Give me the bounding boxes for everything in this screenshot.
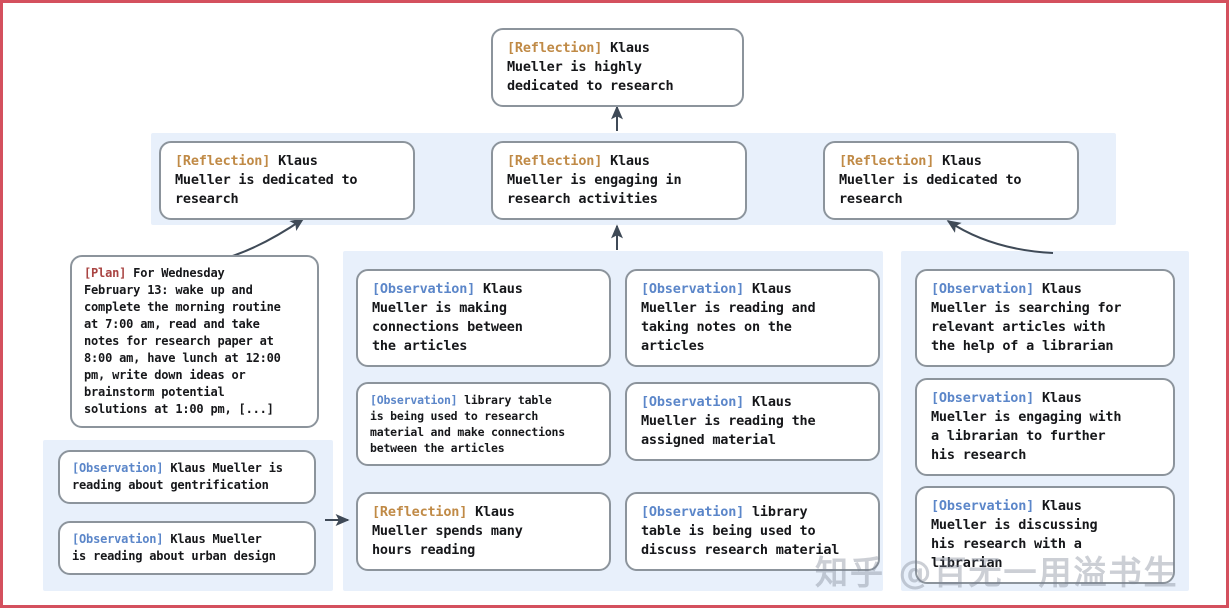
node-tag-observation: [Observation] (931, 390, 1035, 406)
node-tag-observation: [Observation] (72, 532, 164, 546)
node-obs-discussing-librarian[interactable]: [Observation] Klaus Mueller is discussin… (915, 486, 1175, 584)
node-tag-observation: [Observation] (931, 281, 1035, 297)
node-reflection-left[interactable]: [Reflection] Klaus Mueller is dedicated … (159, 141, 415, 220)
node-tag-observation: [Observation] (72, 461, 164, 475)
node-tag-reflection: [Reflection] (839, 153, 935, 169)
node-plan[interactable]: [Plan] For Wednesday February 13: wake u… (70, 255, 319, 428)
node-tag-observation: [Observation] (641, 504, 745, 520)
node-tag-observation: [Observation] (641, 394, 745, 410)
node-obs-engaging-librarian[interactable]: [Observation] Klaus Mueller is engaging … (915, 378, 1175, 476)
node-text: For Wednesday February 13: wake up and c… (84, 266, 281, 416)
node-tag-reflection: [Reflection] (175, 153, 271, 169)
node-obs-library-table-discuss[interactable]: [Observation] library table is being use… (625, 492, 880, 571)
node-tag-reflection: [Reflection] (372, 504, 468, 520)
node-text: Klaus Mueller is reading and taking note… (641, 281, 816, 354)
node-root-reflection[interactable]: [Reflection] Klaus Mueller is highly ded… (491, 28, 744, 107)
node-text: Klaus Mueller is highly dedicated to res… (507, 40, 674, 94)
node-text: Klaus Mueller is dedicated to research (839, 153, 1022, 207)
node-tag-observation: [Observation] (931, 498, 1035, 514)
node-obs-library-table-connections[interactable]: [Observation] library table is being use… (356, 382, 611, 466)
node-text: Klaus Mueller spends many hours reading (372, 504, 523, 558)
node-tag-reflection: [Reflection] (507, 40, 603, 56)
node-text: library table is being used to research … (370, 393, 565, 455)
node-text: library table is being used to discuss r… (641, 504, 840, 558)
node-text: Klaus Mueller is dedicated to research (175, 153, 358, 207)
node-obs-urban-design[interactable]: [Observation] Klaus Mueller is reading a… (58, 521, 316, 575)
node-text: Klaus Mueller is searching for relevant … (931, 281, 1122, 354)
node-text: Klaus Mueller is reading the assigned ma… (641, 394, 816, 448)
node-tag-reflection: [Reflection] (507, 153, 603, 169)
node-tag-observation: [Observation] (370, 393, 458, 407)
node-obs-searching-articles[interactable]: [Observation] Klaus Mueller is searching… (915, 269, 1175, 367)
node-text: Klaus Mueller is making connections betw… (372, 281, 523, 354)
node-obs-reading-notes[interactable]: [Observation] Klaus Mueller is reading a… (625, 269, 880, 367)
node-text: Klaus Mueller is discussing his research… (931, 498, 1098, 571)
node-text: Klaus Mueller is engaging in research ac… (507, 153, 682, 207)
node-reflection-hours-reading[interactable]: [Reflection] Klaus Mueller spends many h… (356, 492, 611, 571)
node-tag-observation: [Observation] (641, 281, 745, 297)
node-text: Klaus Mueller is reading about gentrific… (72, 461, 283, 492)
node-text: Klaus Mueller is reading about urban des… (72, 532, 276, 563)
node-obs-gentrification[interactable]: [Observation] Klaus Mueller is reading a… (58, 450, 316, 504)
node-tag-observation: [Observation] (372, 281, 476, 297)
node-obs-connections[interactable]: [Observation] Klaus Mueller is making co… (356, 269, 611, 367)
node-reflection-right[interactable]: [Reflection] Klaus Mueller is dedicated … (823, 141, 1079, 220)
node-reflection-center[interactable]: [Reflection] Klaus Mueller is engaging i… (491, 141, 747, 220)
node-text: Klaus Mueller is engaging with a librari… (931, 390, 1122, 463)
node-obs-assigned-material[interactable]: [Observation] Klaus Mueller is reading t… (625, 382, 880, 461)
node-tag-plan: [Plan] (84, 266, 127, 280)
